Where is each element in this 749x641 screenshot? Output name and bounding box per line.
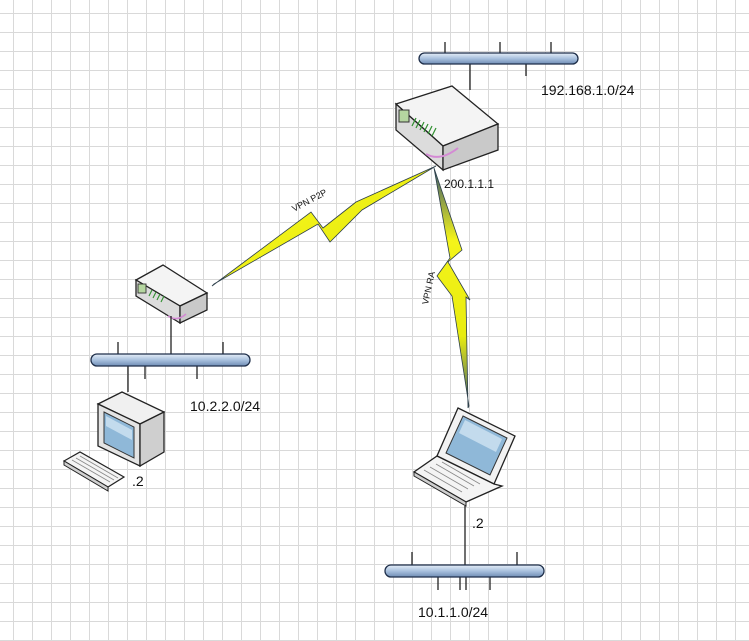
vpn-p2p-label: VPN P2P — [290, 187, 328, 214]
vpn-ra-link[interactable] — [433, 167, 471, 409]
branch-router-icon[interactable] — [134, 264, 209, 325]
hq-lan-label: 192.168.1.0/24 — [541, 82, 635, 98]
branch-lan-label: 10.2.2.0/24 — [190, 398, 260, 414]
hq-router-ip-label: 200.1.1.1 — [444, 177, 494, 191]
branch-lan-segment — [90, 316, 251, 392]
remote-lan-label: 10.1.1.0/24 — [418, 604, 488, 620]
laptop-icon[interactable] — [412, 407, 516, 507]
vpn-p2p-link[interactable] — [211, 165, 437, 287]
branch-pc-host-label: .2 — [132, 473, 144, 489]
keyboard-icon — [62, 451, 126, 492]
hq-lan-segment — [418, 42, 579, 90]
remote-lan-bus — [384, 564, 545, 578]
pc-icon[interactable] — [96, 391, 166, 468]
hq-lan-bus — [418, 52, 579, 65]
vpn-ra-label: VPN RA — [420, 271, 437, 306]
branch-lan-bus — [90, 353, 251, 367]
hq-router-icon[interactable] — [394, 85, 500, 172]
remote-lan-segment — [384, 506, 545, 590]
laptop-host-label: .2 — [472, 515, 484, 531]
